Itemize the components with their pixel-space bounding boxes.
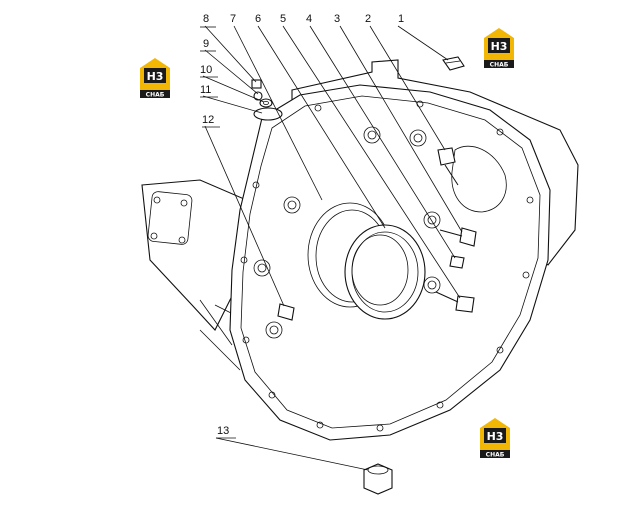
part-5-bolt (435, 291, 475, 313)
part-4-stud (449, 255, 465, 269)
part-11-gasket (253, 107, 283, 121)
callout-10: 10 (200, 64, 212, 76)
callout-5: 5 (280, 13, 286, 25)
logo-watermark-left: H3 CHAБ (140, 58, 170, 99)
callout-3: 3 (334, 13, 340, 25)
part-13-drain-plug (363, 463, 393, 495)
callout-1: 1 (398, 13, 404, 25)
logo-caption-text: CHAБ (146, 92, 165, 99)
leader-lines (200, 25, 463, 471)
logo-watermark-bottom-right: H3 CHAБ (480, 418, 510, 459)
callout-11: 11 (200, 84, 211, 96)
part-9-nut (253, 91, 263, 101)
logo-watermark-top-right: H3 CHAБ (484, 28, 514, 69)
face-bosses (253, 126, 441, 339)
seal-ring (344, 224, 426, 320)
callout-9: 9 (203, 38, 209, 50)
callout-8: 8 (203, 13, 209, 25)
callout-4: 4 (306, 13, 312, 25)
callout-numbers: 1 2 3 4 5 6 7 8 9 10 11 12 13 (200, 13, 404, 437)
logo-caption-text: CHAБ (490, 62, 509, 69)
logo-mark-text: H3 (487, 430, 504, 443)
rim-bolt-holes (240, 100, 534, 432)
part-1-clip (442, 56, 465, 71)
callout-7: 7 (230, 13, 236, 25)
callout-2: 2 (365, 13, 371, 25)
callout-6: 6 (255, 13, 261, 25)
part-10-washer (259, 98, 273, 108)
part-12-pin (277, 303, 295, 321)
part-2-bolt (437, 147, 459, 186)
logo-mark-text: H3 (147, 70, 164, 83)
logo-caption-text: CHAБ (486, 452, 505, 459)
part-8-plug (251, 79, 262, 89)
part-3-bolt (439, 227, 477, 247)
logo-mark-text: H3 (491, 40, 508, 53)
callout-13: 13 (217, 425, 229, 437)
callout-12: 12 (202, 114, 214, 126)
